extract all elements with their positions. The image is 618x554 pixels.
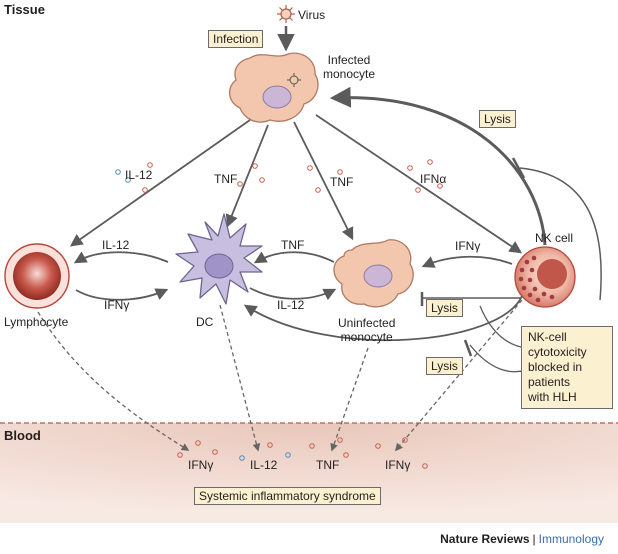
lymphocyte-cell <box>4 243 70 309</box>
inhibition-icon <box>511 157 526 179</box>
lysis-arrow-infected <box>329 86 547 246</box>
virus-icon <box>287 73 301 87</box>
uninfected-monocyte-label: Uninfected monocyte <box>338 316 396 344</box>
arrow-dc-to-monocyte <box>249 287 337 301</box>
blood-label: Blood <box>4 428 41 443</box>
arrow-infected-to-dc <box>225 124 269 228</box>
infected-monocyte-cell <box>229 52 319 123</box>
lymphocyte-label: Lymphocyte <box>4 315 69 329</box>
nk-cell-label: NK cell <box>535 231 574 245</box>
tnf-mid-label: TNF <box>281 238 305 252</box>
infected-monocyte-label: Infected monocyte <box>323 53 376 81</box>
blood-ifng-1-label: IFNγ <box>188 458 214 472</box>
blood-ifng-2-label: IFNγ <box>385 458 411 472</box>
ifng-lymph-label: IFNγ <box>104 298 130 312</box>
credit-separator: | <box>532 532 536 546</box>
virus-icon <box>277 5 295 23</box>
nk-cell <box>514 246 576 308</box>
tnf-upper-right-label: TNF <box>330 175 354 189</box>
arrow-infected-to-lymphocyte <box>69 119 251 247</box>
inhibition-icon <box>463 339 473 357</box>
tissue-label: Tissue <box>4 2 45 17</box>
journal-credit: Nature Reviews|Immunology <box>440 532 604 546</box>
ifng-nk-label: IFNγ <box>455 239 481 253</box>
blood-il12-label: IL-12 <box>250 458 278 472</box>
block-line-top <box>519 167 602 301</box>
il12-upper-label: IL-12 <box>125 168 153 182</box>
blood-cytokine-dots <box>177 437 428 469</box>
blood-tnf-label: TNF <box>316 458 340 472</box>
block-line-low <box>469 344 527 373</box>
journal-name: Nature Reviews <box>440 532 530 546</box>
ifna-label: IFNα <box>420 172 447 186</box>
il12-lymph-label: IL-12 <box>102 238 130 252</box>
arrow-monocyte-to-dc <box>253 251 335 264</box>
nk-cytotoxicity-blocked-box: NK-cell cytotoxicity blocked in patients… <box>521 326 613 409</box>
virus-label: Virus <box>298 8 326 22</box>
uninfected-monocyte-cell <box>333 239 414 308</box>
arrow-nk-to-monocyte-ifng <box>421 255 513 268</box>
systemic-inflammatory-syndrome-box: Systemic inflammatory syndrome <box>194 487 381 505</box>
tnf-upper-left-label: TNF <box>214 172 238 186</box>
dashed-arrow-nk-blood <box>394 299 523 452</box>
blood-region <box>0 423 618 523</box>
dc-cell <box>175 213 263 305</box>
arrow-infected-to-nk <box>315 114 523 254</box>
arrow-dc-to-lymphocyte <box>73 251 169 264</box>
infection-box: Infection <box>208 30 264 48</box>
lysis-mid-box: Lysis <box>426 299 463 317</box>
dashed-arrow-dc-blood <box>219 304 261 452</box>
block-line-mid <box>479 305 527 349</box>
dashed-arrow-lymphocyte-blood <box>37 311 190 451</box>
cytokine-dots <box>115 159 443 193</box>
arrow-lymphocyte-to-dc <box>75 288 169 301</box>
dc-label: DC <box>196 315 214 329</box>
il12-mid-label: IL-12 <box>277 298 305 312</box>
journal-subject: Immunology <box>538 532 604 546</box>
arrow-infected-to-uninfected <box>293 121 354 241</box>
lysis-arrow-dc <box>243 295 523 342</box>
lysis-top-box: Lysis <box>479 110 516 128</box>
lysis-low-box: Lysis <box>426 357 463 375</box>
